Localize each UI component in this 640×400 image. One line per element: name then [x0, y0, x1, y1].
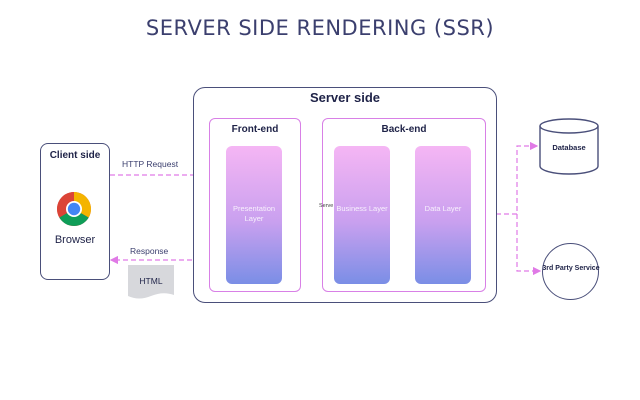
business-layer-label: Business Layer — [336, 204, 388, 213]
data-layer-label: Data Layer — [424, 204, 462, 213]
frontend-box — [209, 118, 301, 292]
client-side-title: Client side — [49, 150, 101, 161]
html-document-label: HTML — [139, 276, 163, 286]
backend-title: Back-end — [381, 124, 427, 135]
backend-box — [322, 118, 486, 292]
data-to-third-party-connector — [516, 214, 542, 276]
http-request-label: HTTP Request — [122, 159, 179, 169]
data-layer-block — [415, 146, 471, 284]
chrome-icon — [55, 190, 93, 228]
database-label: Database — [552, 143, 586, 152]
browser-label: Browser — [54, 234, 96, 246]
business-layer-block — [334, 146, 390, 284]
presentation-layer-label: Presentation Layer — [232, 204, 276, 223]
server-side-title: Server side — [309, 90, 381, 105]
html-document-icon — [128, 265, 176, 301]
third-party-label: 3rd Party Service — [542, 265, 600, 272]
presentation-layer-block — [226, 146, 282, 284]
response-label: Response — [130, 246, 169, 256]
stray-text: Serve — [319, 203, 334, 209]
database-cylinder-icon — [539, 118, 601, 176]
diagram-title: SERVER SIDE RENDERING (SSR) — [145, 16, 495, 40]
frontend-title: Front-end — [231, 124, 279, 135]
third-party-circle — [542, 243, 599, 300]
